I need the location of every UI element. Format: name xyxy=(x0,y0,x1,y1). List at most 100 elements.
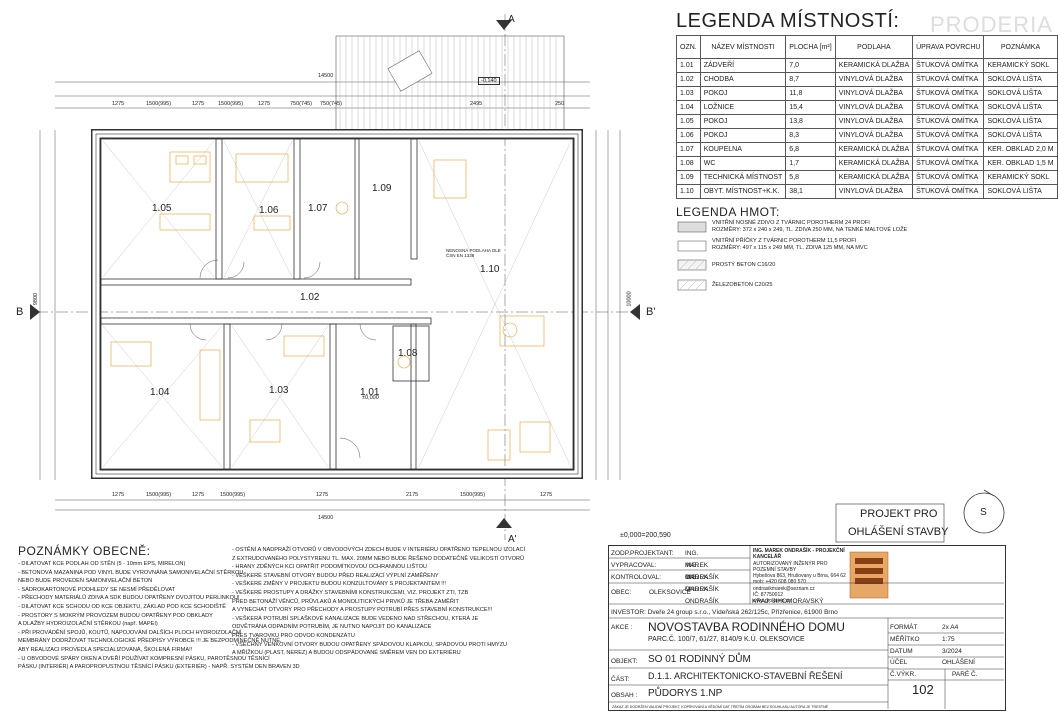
col-header: OZN. xyxy=(676,35,701,59)
total-width-bottom: 14500 xyxy=(318,515,334,521)
format-key: FORMÁT xyxy=(890,624,918,631)
role-key: KONTROLOVAL: xyxy=(611,574,662,581)
note-line: PÁSKU (INTERIÉR) A PAROPROPUSTNOU TĚSNÍC… xyxy=(18,664,300,671)
dim-top: 750(745) xyxy=(290,101,313,107)
room-legend-cell: SOKLOVÁ LIŠTA xyxy=(983,184,1058,199)
room-legend-cell: ŠTUKOVÁ OMÍTKA xyxy=(912,184,985,199)
role-value: ING. MAREK ONDRAŠÍK xyxy=(685,562,719,593)
room-diagonals xyxy=(102,140,572,468)
note-line: - DILATOVAT KCE PODLAH OD STĚN (5 - 10mm… xyxy=(18,561,186,567)
room-label: 1.09 xyxy=(372,183,392,194)
note-line: PŘED BETONÁŽÍ VĚNCŮ, PRŮVLAKŮ A MONOLITI… xyxy=(232,598,459,605)
obec-key: OBEC: xyxy=(611,589,632,596)
purpose-value: OHLÁŠENÍ xyxy=(942,659,975,667)
section-b-label: B xyxy=(16,306,24,318)
room-legend-cell: KERAMICKÝ SOKL xyxy=(983,170,1058,185)
note-line: - PŘECHODY MATERIÁLŮ ZDIVA A SDK BUDOU O… xyxy=(18,595,240,602)
room-label: 1.08 xyxy=(398,348,418,359)
elevation-note: ±0,000=200,590 xyxy=(620,532,671,539)
note-line: MEMBRÁNY DODRŽOVAT TECHNOLOGICKÉ PŘEDPIS… xyxy=(18,638,282,645)
room-label: 1.03 xyxy=(269,385,289,396)
furniture xyxy=(110,151,551,461)
note-line: - U OBVODOVÉ SPÁRY OKEN A DVEŘÍ POUŽÍVAT… xyxy=(18,655,270,662)
obec-value: OLEKSOVICE xyxy=(649,589,691,596)
company-sub: AUTORIZOVANÝ INŽENÝR PRO POZEMNÍ STAVBY xyxy=(753,560,828,573)
dimension-lines xyxy=(36,14,640,540)
room-legend-cell: VINYLOVÁ DLAŽBA xyxy=(834,184,914,199)
format-value: 2x A4 xyxy=(942,624,959,631)
note-line: PŘES TVAROVKU PRO ODVOD KONDENZÁTU xyxy=(232,632,355,639)
terrace-elevation: -0,140 xyxy=(478,77,500,85)
company-address: Hybešova 863, Hrušovany u Brna, 664 62 xyxy=(753,573,846,580)
akce-sub: PARC.Č. 100/7, 61/27, 8140/9 K.Ú. OLEKSO… xyxy=(648,636,805,643)
section-b2-label: B' xyxy=(646,306,656,318)
note-line: ABY REALIZACI PROVEDLA SPECIALIZOVANÁ, Š… xyxy=(18,646,193,653)
role-key: VYPRACOVAL: xyxy=(611,562,657,569)
room-label: 1.06 xyxy=(259,205,279,216)
room-label: 1.04 xyxy=(150,387,170,398)
objekt-value: SO 01 RODINNÝ DŮM xyxy=(648,654,751,665)
date-key: DATUM xyxy=(890,647,913,655)
notes-title: POZNÁMKY OBECNĚ: xyxy=(18,544,151,558)
objekt-key: OBJEKT: xyxy=(611,658,638,665)
interior-walls xyxy=(100,138,432,470)
room-legend-title: LEGENDA MÍSTNOSTÍ: xyxy=(676,10,900,32)
scale-key: MĚŘÍTKO xyxy=(890,635,920,643)
note-line: - VEŠKERÉ ZMĚNY V PROJEKTU BUDOU KONZULT… xyxy=(232,581,446,588)
note-line: Z EXTRUDOVANÉHO POLYSTYRENU TL. MAX. 20M… xyxy=(232,555,525,562)
watermark-text: PRODERIA xyxy=(930,12,1053,37)
room-label: 1.07 xyxy=(308,203,328,214)
company-phone: mob: +420 608 080 570 xyxy=(753,579,806,586)
section-a-label: A xyxy=(508,14,515,25)
room-label: 1.02 xyxy=(300,292,320,303)
note-line: - VŠECHNY VENKOVNÍ OTVORY BUDOU OPATŘENY… xyxy=(232,641,508,648)
material-item: VNITŘNÍ NOSNÉ ZDIVO Z TVÁRNIC POROTHERM … xyxy=(712,220,907,234)
investor-key: INVESTOR: xyxy=(611,609,646,616)
material-line: ROZMĚRY: 497 x 115 x 249 MM, TL. ZDIVA 1… xyxy=(712,245,868,251)
note-line: NEBO BUDE PROVEDEN SAMONIVELAČNÍ BETON xyxy=(18,578,153,585)
room-label: 1.05 xyxy=(152,203,172,214)
project-box xyxy=(835,503,945,543)
company-email: ondrasikmarek@seznam.cz xyxy=(753,585,815,592)
material-line: VNITŘNÍ NOSNÉ ZDIVO Z TVÁRNIC POROTHERM … xyxy=(712,220,870,226)
date-value: 3/2024 xyxy=(942,647,962,655)
role-value: ING. MAREK ONDRAŠÍK xyxy=(685,574,719,605)
akce-value: NOVOSTAVBA RODINNÉHO DOMU xyxy=(648,620,845,634)
note-line: - SÁDROKARTONOVÉ PODHLEDY SE NESMÍ PŘEDĚ… xyxy=(18,586,176,593)
note-line: - DILATOVAT KCE SCHODU OD KCE OBJEKTU, Z… xyxy=(18,603,227,610)
dim-bottom: 2175 xyxy=(406,492,419,498)
company-logo xyxy=(849,551,889,599)
entry-elevation: ±0,000 xyxy=(362,395,379,401)
room-label: 1.10 xyxy=(480,264,500,275)
dim-bottom: 1275 xyxy=(540,492,553,498)
material-item: VNITŘNÍ PŘÍČKY Z TVÁRNIC POROTHERM 11,5 … xyxy=(712,238,868,252)
section-markers xyxy=(30,20,640,528)
note-line: ODVĚTRÁNA ODPADNÍM POTRUBÍM, JE NUTNO NA… xyxy=(232,624,432,631)
room-legend-table: OZN. NÁZEV MÍSTNOSTI PLOCHA [m²] PODLAHA… xyxy=(676,35,1058,199)
note-line: - PŘI PROVÁDĚNÍ SPOJŮ, KOUTŮ, NAPOJOVÁNÍ… xyxy=(18,629,242,636)
north-arrow xyxy=(963,489,1005,534)
col-header: PODLAHA xyxy=(834,35,914,59)
investor-value: Dveře 24 group s.r.o., Vídeňská 262/125c… xyxy=(647,609,838,616)
dim-bottom: 1500(995) xyxy=(220,492,246,498)
cast-key: ČÁST: xyxy=(611,676,630,683)
room-label: 1.01 xyxy=(360,387,380,398)
total-width-top: 14500 xyxy=(318,73,334,79)
company-web: www.prokamo.cz xyxy=(753,598,791,605)
cast-value: D.1.1. ARCHITEKTONICKO-STAVEBNÍ ŘEŠENÍ xyxy=(648,671,843,681)
note-line: - VEŠKERÉ STAVEBNÍ OTVORY BUDOU PŘED REA… xyxy=(232,572,439,579)
title-block xyxy=(608,545,1006,711)
note-line: A DLAŽBY HYDROIZOLAČNÍ STĚRKOU (např. MA… xyxy=(18,621,158,628)
drawing-no-key: Č.VÝKR. xyxy=(890,671,917,679)
room-legend-cell: 38,1 xyxy=(785,184,836,199)
note-line: - OSTĚNÍ A NADPRAŽÍ OTVORŮ V OBVODOVÝCH … xyxy=(232,547,526,553)
obec-row: OBEC: OLEKSOVICE xyxy=(611,589,691,596)
door-swings xyxy=(189,259,377,459)
notes-column-1: - DILATOVAT KCE PODLAH OD STĚN (5 - 10mm… xyxy=(18,560,300,672)
kraj-key: KRAJ: xyxy=(752,598,771,605)
footer-note: ZÁKAZ JE DODRŽEN VALIDNÍ PROJEKT, KOPÍRO… xyxy=(612,705,829,709)
